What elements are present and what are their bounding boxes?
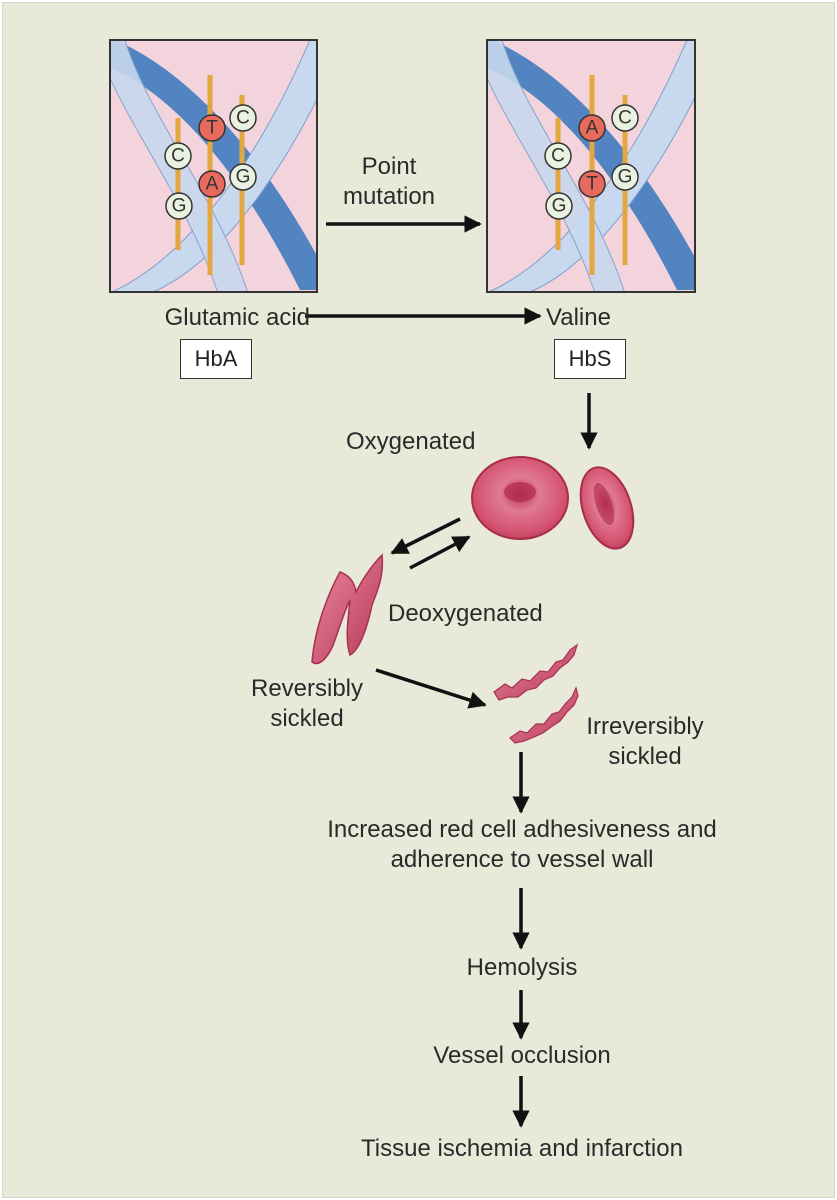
base-circle: T xyxy=(198,114,226,142)
base-circle: C xyxy=(229,104,257,132)
base-letter: C xyxy=(171,146,185,167)
hbs-box: HbS xyxy=(554,339,626,379)
base-circle: C xyxy=(611,104,639,132)
reoxygenation-arrow xyxy=(409,535,471,570)
deoxygenated-label: Deoxygenated xyxy=(388,600,543,627)
base-circle: A xyxy=(198,170,226,198)
base-letter: A xyxy=(586,118,599,139)
base-letter: G xyxy=(618,167,633,188)
base-letter: A xyxy=(206,174,219,195)
base-circle: G xyxy=(611,163,639,191)
base-letter: C xyxy=(618,108,632,129)
base-circle: G xyxy=(545,192,573,220)
reversibly-sickled-label: Reversibly sickled xyxy=(250,675,364,732)
glutamic-acid-label: Glutamic acid xyxy=(164,304,310,331)
oxygenated-red-cell xyxy=(471,456,569,540)
oxygenated-red-cell-side xyxy=(579,466,635,550)
vessel-occlusion-label: Vessel occlusion xyxy=(433,1042,611,1069)
valine-label: Valine xyxy=(546,304,611,331)
hba-box: HbA xyxy=(180,339,252,379)
irreversible-sickling-arrow xyxy=(375,668,487,709)
base-letter: T xyxy=(586,174,598,195)
base-letter: G xyxy=(552,196,567,217)
base-letter: G xyxy=(172,196,187,217)
irreversibly-sickled-label: Irreversibly sickled xyxy=(586,713,704,770)
base-letter: G xyxy=(236,167,251,188)
point-mutation-label: Point mutation xyxy=(342,153,436,210)
adhesiveness-label: Increased red cell adhesiveness and adhe… xyxy=(327,816,717,873)
base-circle: C xyxy=(164,142,192,170)
base-circle: T xyxy=(578,170,606,198)
base-letter: T xyxy=(206,118,218,139)
base-letter: C xyxy=(236,108,250,129)
oxygenated-label: Oxygenated xyxy=(346,428,476,455)
dna-helix-left: T C C A G G xyxy=(109,39,318,293)
irreversibly-sickled-cell xyxy=(493,643,579,744)
base-circle: G xyxy=(165,192,193,220)
base-circle: G xyxy=(229,163,257,191)
reversibly-sickled-cell xyxy=(311,553,384,665)
base-circle: A xyxy=(578,114,606,142)
dna-helix-right: A C C T G G xyxy=(486,39,696,293)
deoxygenation-arrow xyxy=(390,517,461,555)
base-circle: C xyxy=(544,142,572,170)
hemolysis-label: Hemolysis xyxy=(466,954,578,981)
tissue-ischemia-label: Tissue ischemia and infarction xyxy=(361,1135,683,1162)
base-letter: C xyxy=(551,146,565,167)
